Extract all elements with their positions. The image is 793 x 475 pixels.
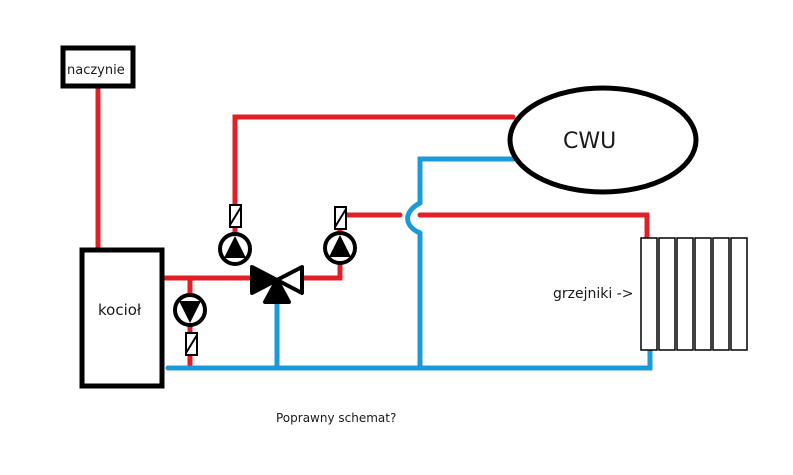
pipe-radiator-supply xyxy=(417,212,650,241)
pump-radiators-icon xyxy=(323,231,357,265)
pipe-return-main xyxy=(165,347,653,371)
pump-boiler-icon xyxy=(173,293,207,327)
radiator-section xyxy=(730,237,748,351)
hot-water-tank-label: CWU xyxy=(563,129,616,154)
return-pipes xyxy=(165,156,653,371)
boiler: kocioł xyxy=(79,247,165,389)
pipe-crossover xyxy=(405,200,423,236)
check-valve-boiler-icon xyxy=(185,332,198,356)
boiler-label: kocioł xyxy=(98,301,142,319)
expansion-tank: naczynie xyxy=(60,45,136,89)
radiator-section xyxy=(694,237,712,351)
check-valve-cwu-icon xyxy=(229,204,242,228)
question-text: Poprawny schemat? xyxy=(276,411,396,425)
pipe-cwu-supply xyxy=(232,114,516,265)
radiators xyxy=(640,237,748,351)
check-valve-radiators-icon xyxy=(334,206,347,230)
radiator-section xyxy=(658,237,676,351)
hot-water-tank: CWU xyxy=(507,85,699,195)
three-way-valve-icon xyxy=(250,265,304,304)
expansion-tank-label: naczynie xyxy=(67,63,125,78)
radiators-label: grzejniki -> xyxy=(553,286,634,302)
radiator-section xyxy=(676,237,694,351)
pump-cwu-icon xyxy=(218,232,252,266)
radiator-section xyxy=(640,237,658,351)
pipe-cwu-return-top xyxy=(417,156,517,206)
radiator-section xyxy=(712,237,730,351)
